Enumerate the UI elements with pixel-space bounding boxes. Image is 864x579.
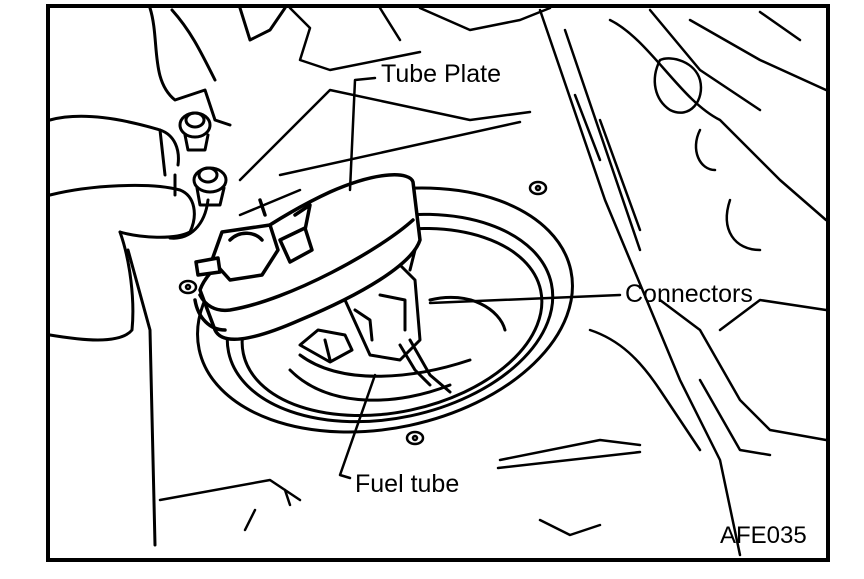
line-art — [48, 6, 828, 557]
connectors-leader — [428, 293, 622, 305]
fuel-tube-leader — [338, 373, 377, 480]
label-fuel-tube: Fuel tube — [355, 470, 459, 498]
body-bracket — [48, 6, 287, 547]
leader-lines — [338, 76, 622, 480]
rivets — [178, 180, 548, 446]
tube-plate — [193, 173, 422, 342]
floor-panel — [158, 6, 828, 557]
figure-code: AFE035 — [720, 522, 807, 549]
mounting-bolts — [178, 111, 228, 207]
label-connectors: Connectors — [625, 280, 753, 308]
label-tube-plate: Tube Plate — [381, 60, 501, 88]
tube-plate-leader — [348, 76, 377, 192]
